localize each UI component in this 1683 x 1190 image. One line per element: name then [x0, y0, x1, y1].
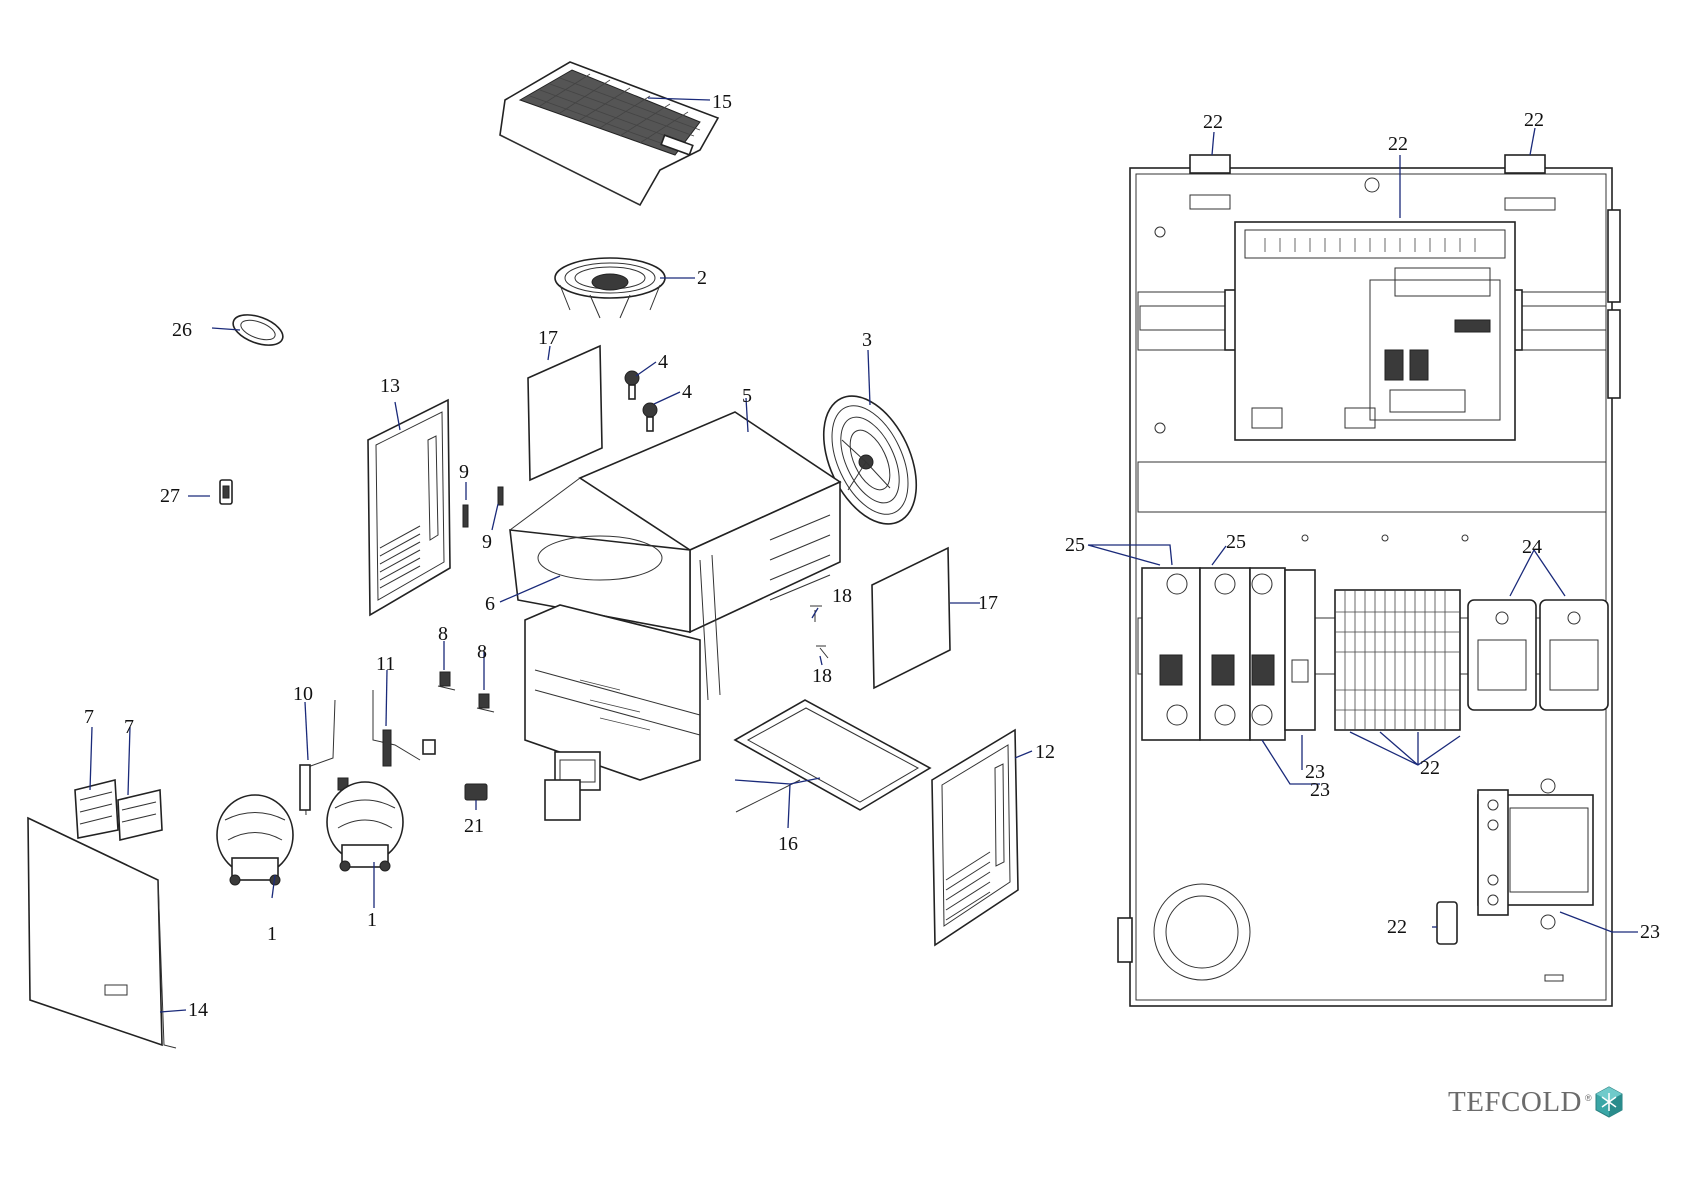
- callout-10: 10: [293, 683, 313, 705]
- callout-4-lower: 4: [682, 381, 692, 403]
- compressor-left: [216, 794, 294, 886]
- transformer: [1477, 778, 1594, 930]
- callout-9-lower: 9: [482, 531, 492, 553]
- drip-tray: [733, 699, 932, 813]
- drier-filter-right: [117, 788, 163, 842]
- solenoid-valve-coil: [544, 751, 601, 821]
- top-cover-grille: [499, 61, 720, 207]
- callout-11: 11: [376, 653, 395, 675]
- condenser-fan-top: [554, 257, 666, 319]
- callout-4-upper: 4: [658, 351, 668, 373]
- left-side-panel: [367, 398, 451, 617]
- callout-20: 22: [1388, 133, 1408, 155]
- drier-filter-left: [74, 778, 119, 839]
- auxiliary-relay: [1284, 569, 1316, 731]
- filter-panel-upper: [527, 344, 603, 482]
- callout-26: 26: [172, 319, 192, 341]
- pipe-assembly: [372, 690, 436, 767]
- compressor-right: [326, 781, 404, 872]
- probe-b: [816, 645, 829, 659]
- start-relay: [464, 783, 488, 801]
- callout-2: 2: [697, 267, 707, 289]
- axial-fan-guard: [822, 395, 918, 525]
- callout-25-left: 25: [1065, 534, 1085, 556]
- callout-18-upper: 18: [832, 585, 852, 607]
- callout-labels: 15 2 3 26 27 13 17 4 4 5 6 9 9 8 8 11 10…: [84, 91, 1660, 1021]
- callout-8-left: 8: [438, 623, 448, 645]
- callout-13: 13: [380, 375, 400, 397]
- brand-name: TEFCOLD: [1448, 1085, 1582, 1118]
- valve-upper: [624, 370, 640, 400]
- callout-1-right: 1: [367, 909, 377, 931]
- callout-22-top-left: 22: [1203, 111, 1223, 133]
- callout-22-fuse: 22: [1387, 916, 1407, 938]
- contactors: [1467, 599, 1609, 711]
- sensor-b: [497, 486, 504, 506]
- callout-25-right: 25: [1226, 531, 1246, 553]
- callout-15: 15: [712, 91, 732, 113]
- main-chassis-frame: [509, 411, 842, 781]
- callout-6: 6: [485, 593, 495, 615]
- callout-27: 27: [160, 485, 180, 507]
- capillary-pipe: [299, 699, 336, 816]
- electrical-panel: [1117, 154, 1621, 1007]
- terminal-blocks: [1334, 589, 1461, 731]
- snowflake-cube-icon: [1595, 1086, 1623, 1118]
- callout-19: 21: [464, 815, 484, 837]
- callout-3: 3: [862, 329, 872, 351]
- callout-17-upper: 17: [538, 327, 558, 349]
- callout-14: 14: [188, 999, 208, 1021]
- callout-1-left: 1: [267, 923, 277, 945]
- callout-23-breakers: 23: [1310, 779, 1330, 801]
- mounting-clip: [219, 479, 233, 505]
- callout-22-terminals: 22: [1420, 757, 1440, 779]
- front-panel: [27, 816, 177, 1049]
- callout-21: 24: [1522, 536, 1542, 558]
- connector-plug: [232, 314, 284, 346]
- callout-8-right: 8: [477, 641, 487, 663]
- callout-9-upper: 9: [459, 461, 469, 483]
- callout-16: 16: [778, 833, 798, 855]
- fuse: [1436, 901, 1458, 945]
- fitting-a: [437, 671, 456, 691]
- probe-a: [810, 605, 822, 622]
- registered-mark: ®: [1585, 1093, 1592, 1103]
- callout-5: 5: [742, 385, 752, 407]
- brand-logo: TEFCOLD ®: [1448, 1082, 1624, 1122]
- callout-17-right: 17: [978, 592, 998, 614]
- sensor-a: [462, 504, 469, 528]
- right-side-panel: [931, 728, 1019, 947]
- callout-18-lower: 18: [812, 665, 832, 687]
- circuit-breakers: [1141, 567, 1286, 741]
- callout-12: 12: [1035, 741, 1055, 763]
- filter-panel-right: [871, 546, 951, 690]
- leader-lines: [89, 97, 1638, 1013]
- callout-7-left: 7: [84, 706, 94, 728]
- cable-gland: [1117, 883, 1251, 981]
- callout-7-right: 7: [124, 716, 134, 738]
- fitting-b: [476, 693, 495, 713]
- valve-lower: [642, 402, 658, 432]
- callout-24: 23: [1305, 761, 1325, 783]
- callout-22-top-right: 22: [1524, 109, 1544, 131]
- callout-23-transformer: 23: [1640, 921, 1660, 943]
